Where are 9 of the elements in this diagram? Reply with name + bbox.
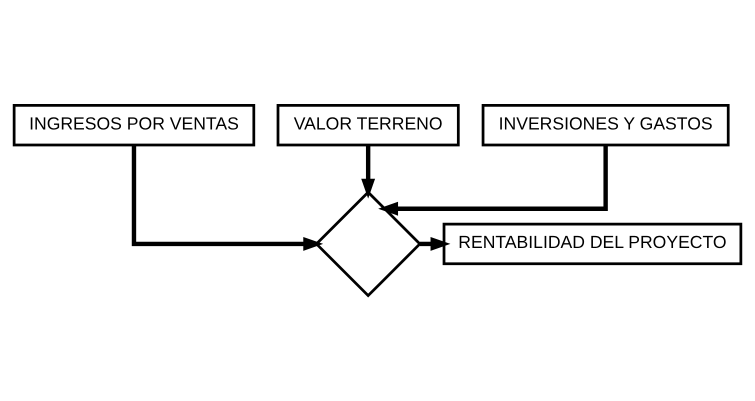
- arrow: [420, 236, 450, 251]
- arrow: [132, 145, 324, 251]
- node-box: INGRESOS POR VENTAS: [12, 104, 256, 146]
- node-diamond: [314, 190, 422, 298]
- node-box: INVERSIONES Y GASTOS: [482, 104, 730, 146]
- node-box: RENTABILIDAD DEL PROYECTO: [442, 222, 742, 266]
- arrow: [361, 145, 376, 199]
- node-box: VALOR TERRENO: [276, 104, 460, 146]
- arrow: [378, 145, 608, 216]
